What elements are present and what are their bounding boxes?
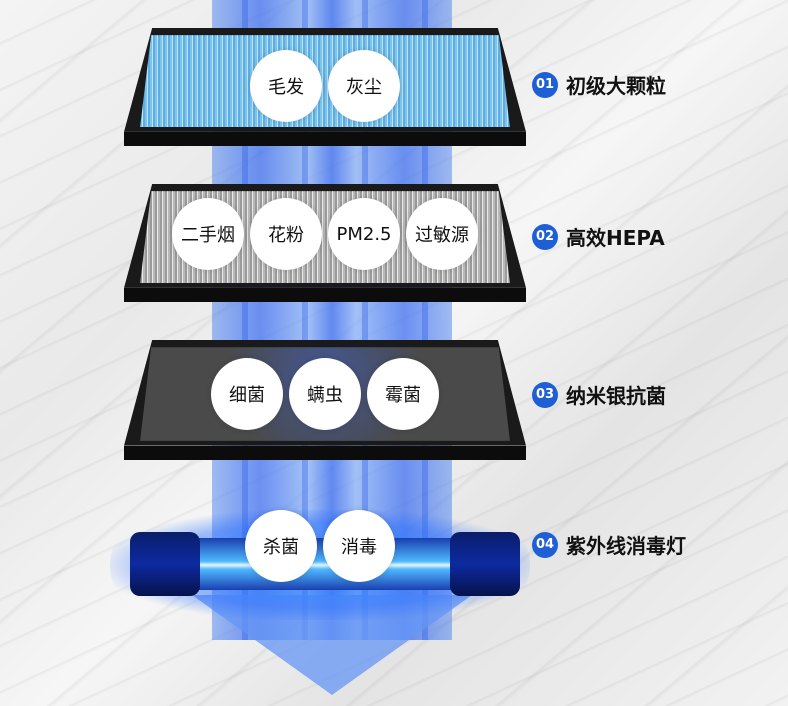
tag-bubble: 杀菌: [245, 510, 317, 582]
tag-bubble: 螨虫: [289, 358, 361, 430]
filter-layer-primary: 毛发 灰尘: [124, 28, 526, 146]
tag-bubble: 灰尘: [328, 50, 400, 122]
lamp-cap-right: [450, 532, 520, 596]
uv-tube: [140, 538, 500, 590]
layer-label-1: 01 初级大颗粒: [532, 70, 666, 99]
tag-bubble: 毛发: [250, 50, 322, 122]
step-number-badge: 01: [532, 71, 558, 98]
filter-layer-nano-silver: 细菌 螨虫 霉菌: [124, 340, 526, 460]
lamp-cap-left: [130, 532, 200, 596]
layer-title: 纳米银抗菌: [566, 384, 666, 408]
tag-bubble: PM2.5: [328, 198, 400, 270]
layer-title: 初级大颗粒: [566, 74, 666, 98]
step-number-badge: 03: [532, 381, 558, 408]
tag-bubble: 细菌: [211, 358, 283, 430]
tag-bubble: 花粉: [250, 198, 322, 270]
tag-bubble: 消毒: [323, 510, 395, 582]
filter-layer-hepa: 二手烟 花粉 PM2.5 过敏源: [124, 184, 526, 302]
layer-label-3: 03 纳米银抗菌: [532, 380, 666, 409]
tag-bubble: 二手烟: [172, 198, 244, 270]
layer-title: 紫外线消毒灯: [566, 534, 686, 558]
tag-bubble: 过敏源: [406, 198, 478, 270]
layer-title: 高效HEPA: [566, 226, 665, 250]
layer-label-2: 02 高效HEPA: [532, 222, 665, 251]
tag-bubble: 霉菌: [367, 358, 439, 430]
uv-lamp: 杀菌 消毒: [110, 510, 530, 620]
step-number-badge: 04: [532, 531, 558, 558]
step-number-badge: 02: [532, 223, 558, 250]
layer-label-4: 04 紫外线消毒灯: [532, 530, 686, 559]
